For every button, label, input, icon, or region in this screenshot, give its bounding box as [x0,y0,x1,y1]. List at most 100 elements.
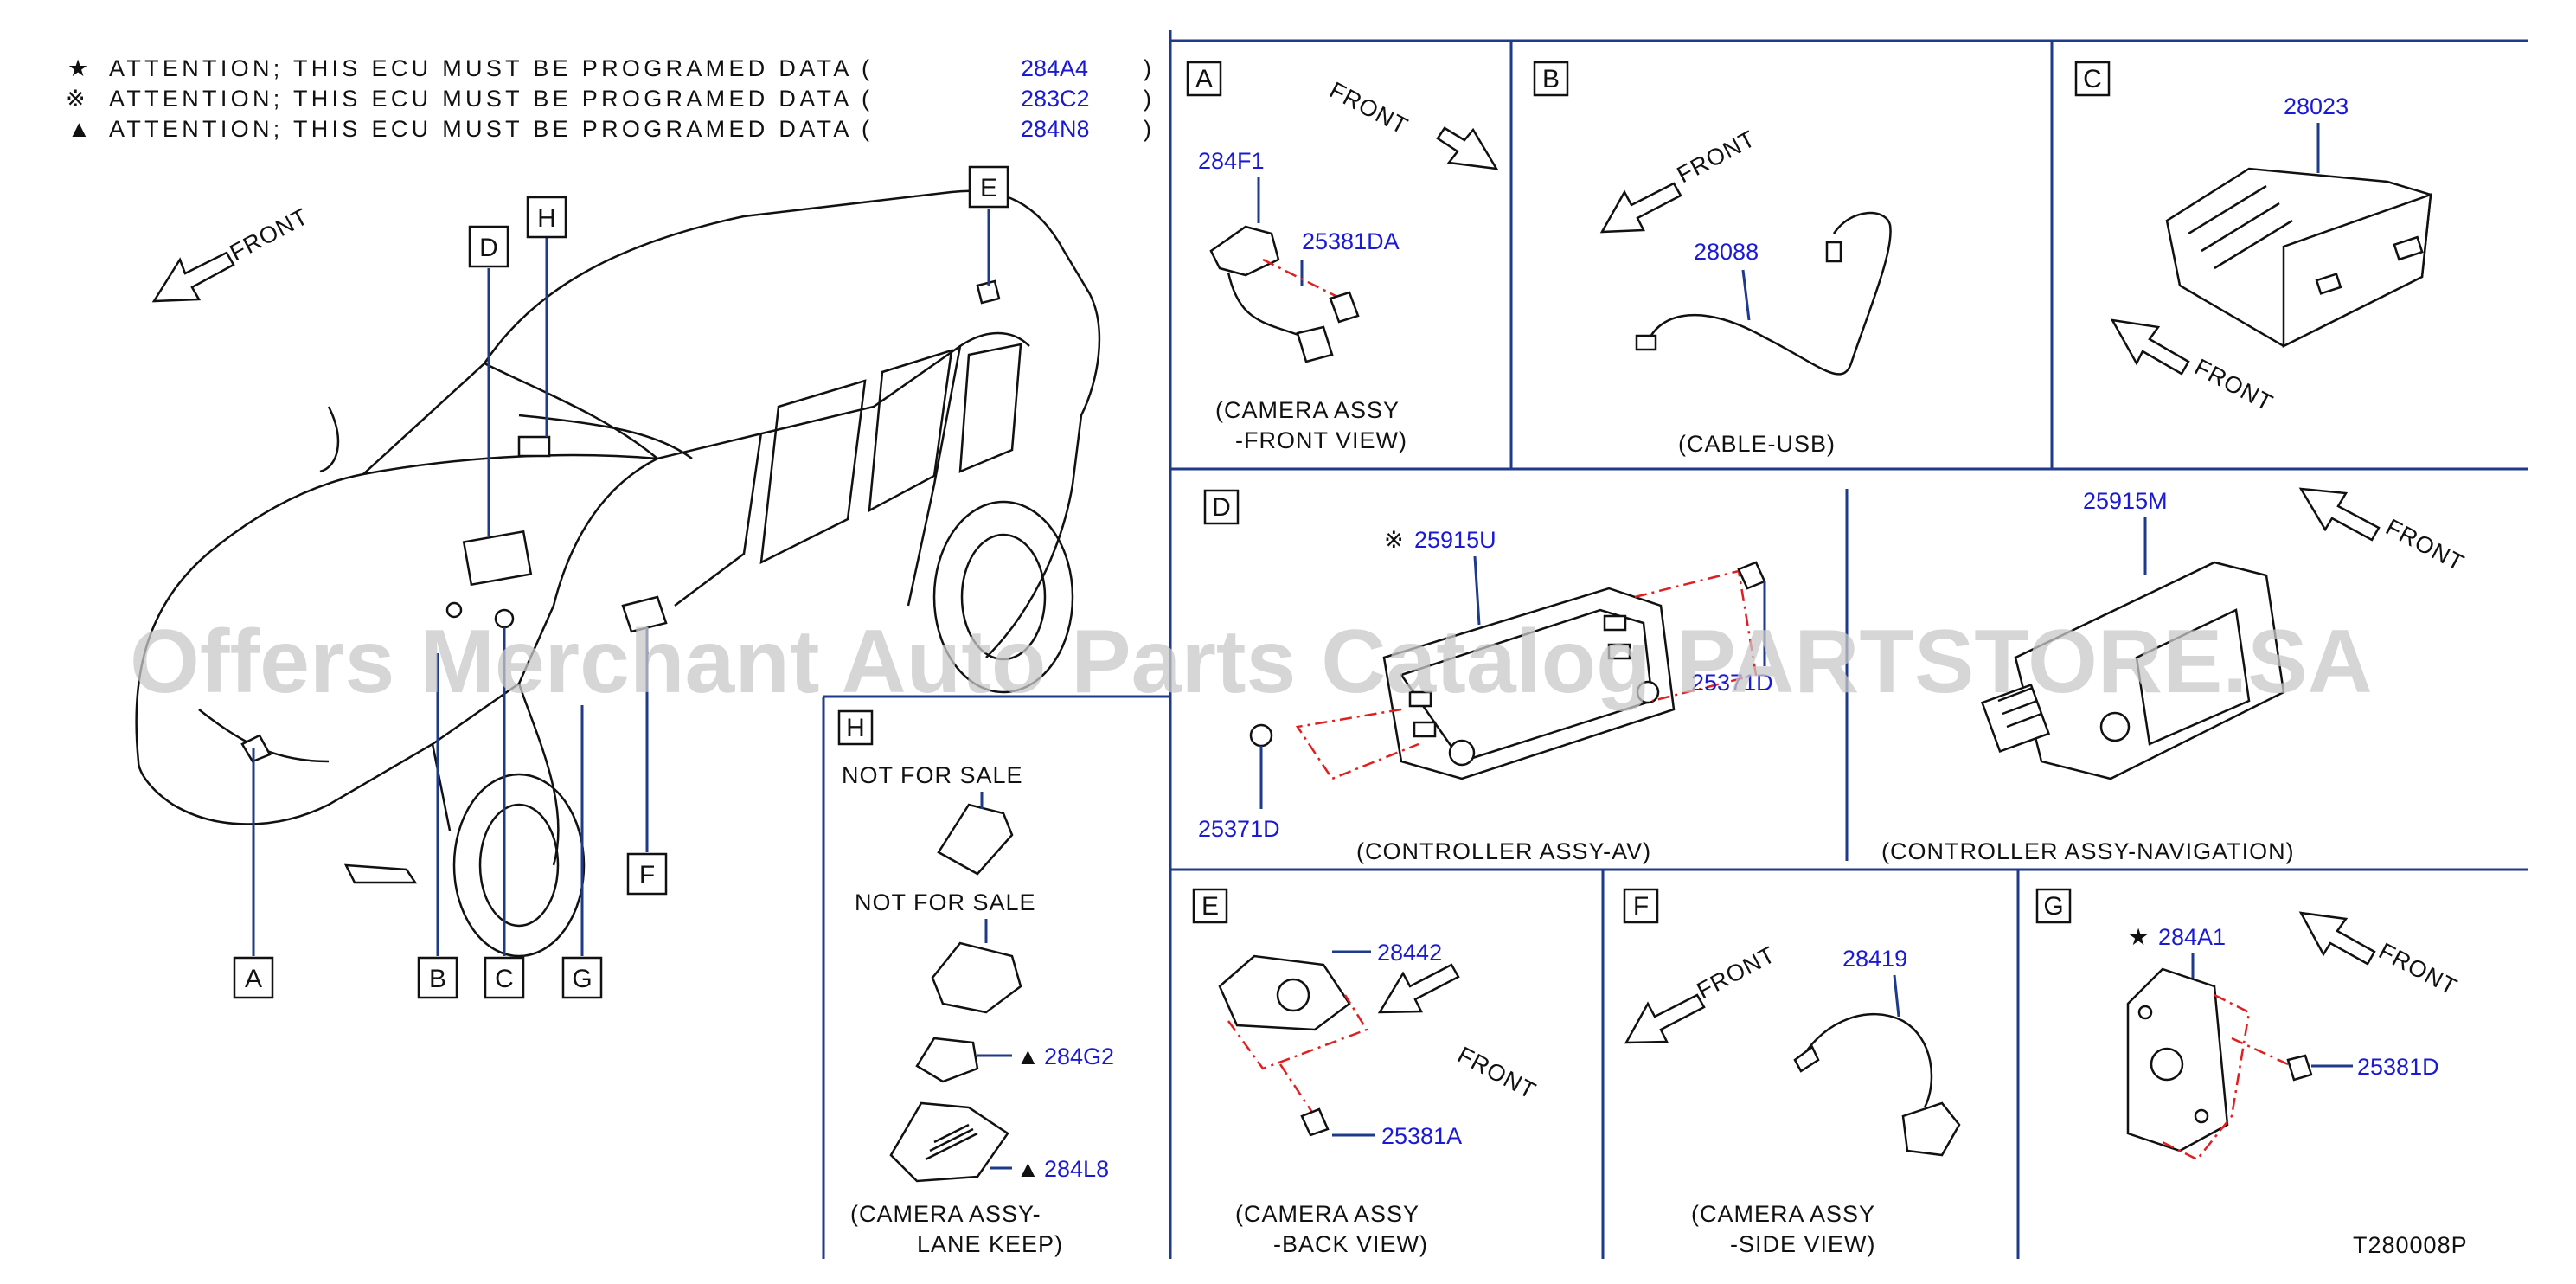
callout-letter-a: A [245,965,262,993]
panel-letter-box-e [1192,888,1228,924]
callout-letter-d: D [479,234,498,262]
vehicle-overview: FRONT [135,165,1101,999]
front-label-g: FRONT [2374,938,2462,1000]
panel-e: E 28442 25381A FRONT (CAMERA ASSY -BACK … [1192,888,1541,1257]
panel-d: D ※ 25915U 25371D 25371D (CONTROLLER ASS… [1198,487,2469,864]
front-arrow-icon [151,251,235,303]
front-arrow-icon [2110,318,2190,376]
star-symbol: ★ [67,55,89,81]
camera-front-part [1209,225,1280,277]
panel-letter-box-d [1203,489,1240,525]
caption-f-2: -SIDE VIEW) [1730,1231,1876,1257]
panel-letter-a: A [1195,65,1213,93]
front-arrow-icon [1436,126,1499,170]
caption-b: (CABLE-USB) [1678,431,1836,457]
part-284a1[interactable]: 284A1 [2158,924,2226,950]
callout-letter-h: H [537,204,556,233]
part-25381da[interactable]: 25381DA [1302,228,1400,254]
caption-e-2: -BACK VIEW) [1273,1231,1428,1257]
front-arrow-icon [1599,182,1682,234]
panel-letter-d: D [1212,493,1231,522]
front-arrow-icon [2298,487,2381,542]
front-label-c: FRONT [2190,354,2278,416]
panel-letter-b: B [1542,65,1560,93]
part-284l8[interactable]: 284L8 [1044,1156,1109,1182]
callout-letter-g: G [572,965,592,993]
panel-letter-e: E [1201,892,1219,921]
front-arrow-icon [1624,993,1706,1044]
part-284f1[interactable]: 284F1 [1198,148,1265,174]
callout-letter-b: B [429,965,446,993]
panel-h: H NOT FOR SALE NOT FOR SALE ▲ 284G2 ▲ 28… [837,709,1114,1257]
panel-letter-box-h [837,709,874,746]
caption-f-1: (CAMERA ASSY [1691,1201,1875,1227]
controller-av-part [1382,587,1676,780]
ecu-code-2[interactable]: 283C2 [1021,86,1090,112]
attention-text-1: ATTENTION; THIS ECU MUST BE PROGRAMED DA… [109,55,870,81]
camera-side-cable-part [1802,1013,1933,1108]
callout-box-g[interactable] [561,956,603,999]
usb-cable-part [1646,211,1892,376]
ecu-code-1[interactable]: 284A4 [1021,55,1088,81]
callout-box-b[interactable] [417,956,458,999]
callout-letter-c: C [495,965,514,993]
panel-letter-box-a [1186,61,1222,97]
part-28023[interactable]: 28023 [2284,93,2349,119]
panel-f: F FRONT 28419 (CAMERA ASSY -SIDE VIEW) [1623,888,1961,1257]
panel-letter-box-c [2074,61,2111,97]
panel-b: B FRONT 28088 (CABLE-USB) [1533,61,1892,457]
bracket-part-1 [937,803,1014,876]
part-25915u[interactable]: 25915U [1414,527,1496,553]
caption-d-nav: (CONTROLLER ASSY-NAVIGATION) [1881,838,2295,864]
caption-a-2: -FRONT VIEW) [1235,427,1407,453]
front-label-f: FRONT [1693,941,1780,1004]
caption-e-1: (CAMERA ASSY [1235,1201,1419,1227]
callout-box-f[interactable] [626,852,668,896]
caption-h-2: LANE KEEP) [917,1231,1063,1257]
triangle-symbol-h2: ▲ [1016,1156,1041,1182]
part-25381a[interactable]: 25381A [1381,1123,1462,1149]
part-25371d-right[interactable]: 25371D [1691,670,1773,696]
triangle-symbol: ▲ [67,116,92,142]
part-25371d-left[interactable]: 25371D [1198,816,1280,842]
front-label-a: FRONT [1325,77,1413,139]
attention-close-2: ) [1144,86,1152,112]
kome-symbol-d: ※ [1384,527,1405,553]
attention-close-3: ) [1144,116,1152,142]
part-284g2[interactable]: 284G2 [1044,1043,1114,1069]
panel-letter-f: F [1633,892,1649,921]
panel-letter-box-b [1533,61,1569,97]
part-25381d[interactable]: 25381D [2357,1054,2439,1080]
car-components [240,279,1001,763]
front-arrow-icon [2298,911,2376,966]
front-label-main: FRONT [226,203,313,266]
ecu-code-3[interactable]: 284N8 [1021,116,1090,142]
not-for-sale-1: NOT FOR SALE [842,762,1023,788]
callout-box-a[interactable] [233,956,274,999]
part-28419[interactable]: 28419 [1842,946,1907,972]
panel-letter-g: G [2043,892,2063,921]
callout-letter-e: E [980,174,997,202]
front-arrow-icon [1377,963,1460,1014]
camera-side-part [1901,1101,1961,1157]
part-25915m[interactable]: 25915M [2083,488,2168,514]
not-for-sale-2: NOT FOR SALE [855,889,1036,915]
attention-close-1: ) [1144,55,1152,81]
star-symbol-g: ★ [2128,924,2150,950]
panel-letter-c: C [2083,65,2102,93]
callout-box-c[interactable] [484,956,525,999]
part-28088[interactable]: 28088 [1694,239,1759,265]
caption-a-1: (CAMERA ASSY [1215,397,1400,423]
part-28442[interactable]: 28442 [1377,940,1442,966]
callout-box-d[interactable] [468,225,509,268]
triangle-symbol-h1: ▲ [1016,1043,1041,1069]
bracket-part-2 [931,941,1022,1014]
caption-h-1: (CAMERA ASSY- [850,1201,1041,1227]
callout-box-e[interactable] [968,165,1009,209]
usb-module-part [2165,167,2432,349]
callout-box-h[interactable] [526,196,567,239]
cover-part-284g2 [915,1037,979,1083]
callout-leaders [252,209,990,956]
front-label-e: FRONT [1453,1042,1541,1104]
